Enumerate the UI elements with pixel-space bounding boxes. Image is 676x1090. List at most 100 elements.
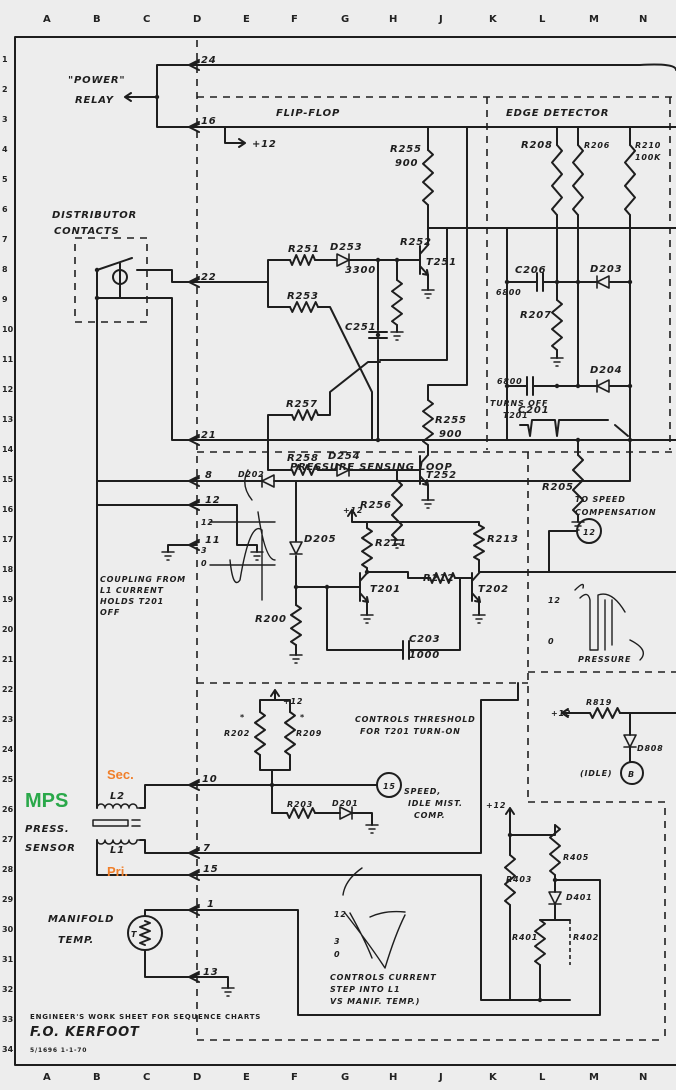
d204-label: D204 (590, 365, 622, 376)
pressure-label: PRESSURE (578, 655, 631, 664)
row-label: 12 (2, 385, 13, 394)
resistor-icon (286, 807, 316, 819)
t252-label: T252 (426, 470, 457, 481)
terminal-connector-icon (188, 499, 200, 511)
transistor-icon (471, 571, 481, 603)
column-label: E (243, 14, 250, 25)
plus12-r819-label: +12 (551, 709, 571, 718)
terminal-connector-icon (188, 869, 200, 881)
coupling-line-2: L1 CURRENT (100, 586, 164, 595)
terminal-connector-icon (188, 539, 200, 551)
capacitor-icon (368, 331, 388, 339)
row-label: 31 (2, 955, 14, 964)
r401-label: R401 (512, 933, 538, 942)
junction-dot (507, 832, 513, 838)
r212-label: R212 (423, 573, 455, 584)
resistor-icon (291, 409, 319, 421)
pressure-wave-12-label: 12 (548, 596, 561, 605)
r202-star: * (240, 713, 245, 722)
row-label: 20 (2, 625, 14, 634)
row-label: 29 (2, 895, 14, 904)
terminal-16-label: 16 (201, 116, 217, 127)
ground-icon (571, 521, 585, 531)
column-label: G (341, 1072, 349, 1083)
r207-label: R207 (520, 310, 552, 321)
junction-dot (375, 257, 381, 263)
row-label: 8 (2, 265, 8, 274)
connector-15-label: 15 (383, 782, 396, 791)
row-label: 30 (2, 925, 14, 934)
connector-12-circle (576, 518, 602, 544)
row-label: 14 (2, 445, 14, 454)
sheet-border (14, 36, 676, 1066)
c251-value: 3300 (345, 265, 376, 276)
junction-dot (504, 383, 510, 389)
r255b-label: R255 (435, 415, 467, 426)
r203-label: R203 (287, 800, 313, 809)
r255a-value: 900 (395, 158, 418, 169)
d203-label: D203 (590, 264, 622, 275)
diode-icon (623, 734, 637, 748)
t201-label: T201 (370, 584, 401, 595)
terminal-connector-icon (188, 475, 200, 487)
resistor-icon (422, 399, 434, 446)
temp-label: TEMP. (58, 935, 94, 946)
r257-label: R257 (286, 399, 318, 410)
idle-label: (IDLE) (580, 769, 612, 778)
wave-0-label: 0 (201, 559, 207, 568)
r402-label: R402 (573, 933, 599, 942)
row-label: 3 (2, 115, 8, 124)
column-label: M (589, 1072, 599, 1083)
column-label: A (43, 1072, 51, 1083)
diode-icon (289, 541, 303, 555)
distributor-cam (112, 269, 128, 285)
junction-dot (375, 437, 381, 443)
diode-icon (336, 463, 350, 477)
column-label: D (193, 14, 201, 25)
resistor-icon (290, 604, 302, 646)
row-label: 27 (2, 835, 13, 844)
junction-dot (554, 279, 560, 285)
connector-15-circle (376, 772, 402, 798)
resistor-icon (289, 301, 319, 313)
r258-label: R258 (287, 453, 319, 464)
transistor-icon (419, 244, 429, 276)
resistor-icon (391, 479, 403, 541)
terminal-connector-icon (188, 59, 200, 71)
components (94, 59, 637, 1003)
turns-off-t201-label: T201 (503, 411, 528, 420)
column-label: H (389, 1072, 397, 1083)
d205-label: D205 (304, 534, 336, 545)
r213-label: R213 (487, 534, 519, 545)
junction-dot (627, 437, 633, 443)
column-label: B (93, 14, 101, 25)
manifold-wave-3: 3 (334, 937, 340, 946)
r403-label: R403 (506, 875, 532, 884)
thermistor-label: T (131, 930, 137, 939)
ground-icon (289, 654, 303, 664)
controls-current-3: VS MANIF. TEMP.) (330, 997, 420, 1006)
ground-icon (161, 551, 175, 561)
coupling-line-3: HOLDS T201 (100, 597, 164, 606)
d401-label: D401 (566, 893, 593, 902)
column-label: J (438, 1072, 443, 1083)
column-label: J (438, 14, 443, 25)
junction-dot (293, 584, 299, 590)
resistor-icon (291, 464, 319, 476)
labels: "POWER" RELAY +12 FLIP-FLOP EDGE DETECTO… (25, 55, 663, 1054)
ground-icon (472, 614, 486, 624)
d202-label: D202 (238, 470, 265, 479)
transistor-icon (419, 454, 429, 486)
r251-label: R251 (288, 244, 320, 255)
row-label: 16 (2, 505, 14, 514)
resistor-icon (589, 707, 621, 719)
terminal-connector-icon (188, 121, 200, 133)
waveform-l1-current (209, 469, 276, 601)
transistor-icon (359, 571, 369, 603)
r208-label: R208 (521, 140, 553, 151)
terminal-8-label: 8 (205, 470, 213, 481)
junction-dot (627, 279, 633, 285)
pressure-wave-0-label: 0 (548, 637, 554, 646)
manifold-wave-12: 12 (334, 910, 347, 919)
diode-icon (596, 275, 610, 289)
